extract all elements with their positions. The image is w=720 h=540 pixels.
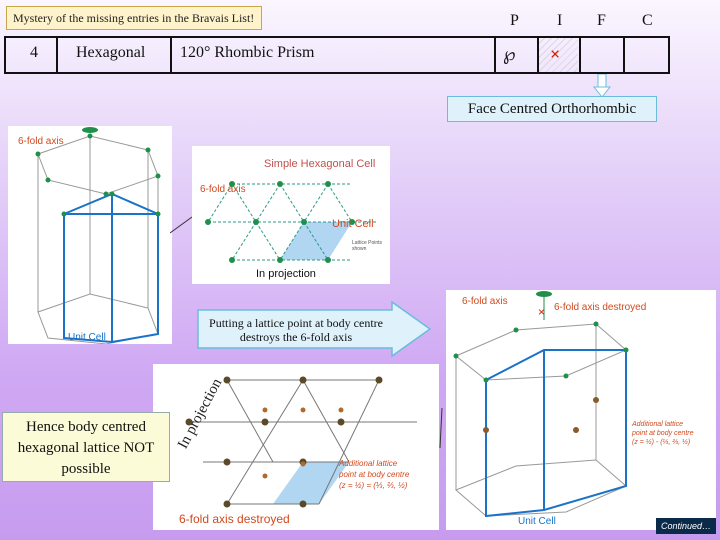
svg-text:×: × [538,305,545,319]
row-shape: 120° Rhombic Prism [180,44,315,61]
header-f: F [597,12,606,29]
unit-cell-label: Unit Cell [68,332,106,343]
small-note: Lattice Points shown [352,240,383,252]
row-divider [537,36,539,74]
note-line: point at body centre [632,430,694,437]
slide-title: Mystery of the missing entries in the Br… [6,6,262,30]
primitive-symbol: ℘ [503,44,516,64]
hex-prism-diagram [35,127,161,345]
unit-cell-label: Unit Cell [518,516,556,527]
axis-destroyed-label: 6-fold axis destroyed [179,512,290,526]
face-centred-label: Face Centred Orthorhombic [447,96,657,122]
note-line: Additional lattice [339,459,398,468]
block-arrow-icon [197,300,432,358]
row-divider [623,36,625,74]
projection-panel: In projection Additional lattice point a… [153,364,439,530]
header-c: C [642,12,653,29]
hatched-cell [538,38,578,72]
connector-line [170,216,193,234]
bravais-row [4,36,670,74]
row-number: 4 [30,44,38,61]
cross-icon: × [550,44,561,64]
row-divider [494,36,496,74]
axis-label: 6-fold axis [200,184,246,195]
additional-point-note: Additional lattice point at body centre … [339,458,409,491]
projection-diagram [185,376,417,508]
simple-hex-panel: Simple Hexagonal Cell 6-fold axis Unit C… [192,146,390,284]
panel-title: Simple Hexagonal Cell [264,158,376,170]
additional-point-note: Additional lattice point at body centre … [632,420,694,447]
row-system: Hexagonal [76,44,146,61]
note-line: Additional lattice [632,421,683,428]
row-divider [56,36,58,74]
body-centred-panel: × 6-fold axis 6-fold axis destroyed Addi… [446,290,716,530]
axis-destroyed-label: 6-fold axis destroyed [554,302,647,313]
arrow-text: Putting a lattice point at body centre d… [209,316,383,344]
body-centred-diagram: × [453,291,629,518]
conclusion-box: Hence body centred hexagonal lattice NOT… [2,412,170,482]
header-p: P [510,12,519,29]
hex-prism-panel: 6-fold axis Unit Cell [8,126,172,345]
row-divider [579,36,581,74]
axis-label: 6-fold axis [462,296,508,307]
note-line: (z = ½) = (⅓, ⅔, ½) [339,481,408,490]
connector-line [439,407,443,449]
note-line: point at body centre [339,470,410,479]
projection-label: In projection [256,268,316,280]
row-divider [170,36,172,74]
header-i: I [557,12,563,29]
unit-cell-label: Unit Cell [332,218,374,230]
note-line: (z = ½) - (⅓, ⅔, ½) [632,439,691,446]
axis-label: 6-fold axis [18,136,64,147]
down-arrow-icon [592,74,612,98]
continued-button[interactable]: Continued… [656,518,716,534]
simple-hex-diagram [205,181,376,263]
